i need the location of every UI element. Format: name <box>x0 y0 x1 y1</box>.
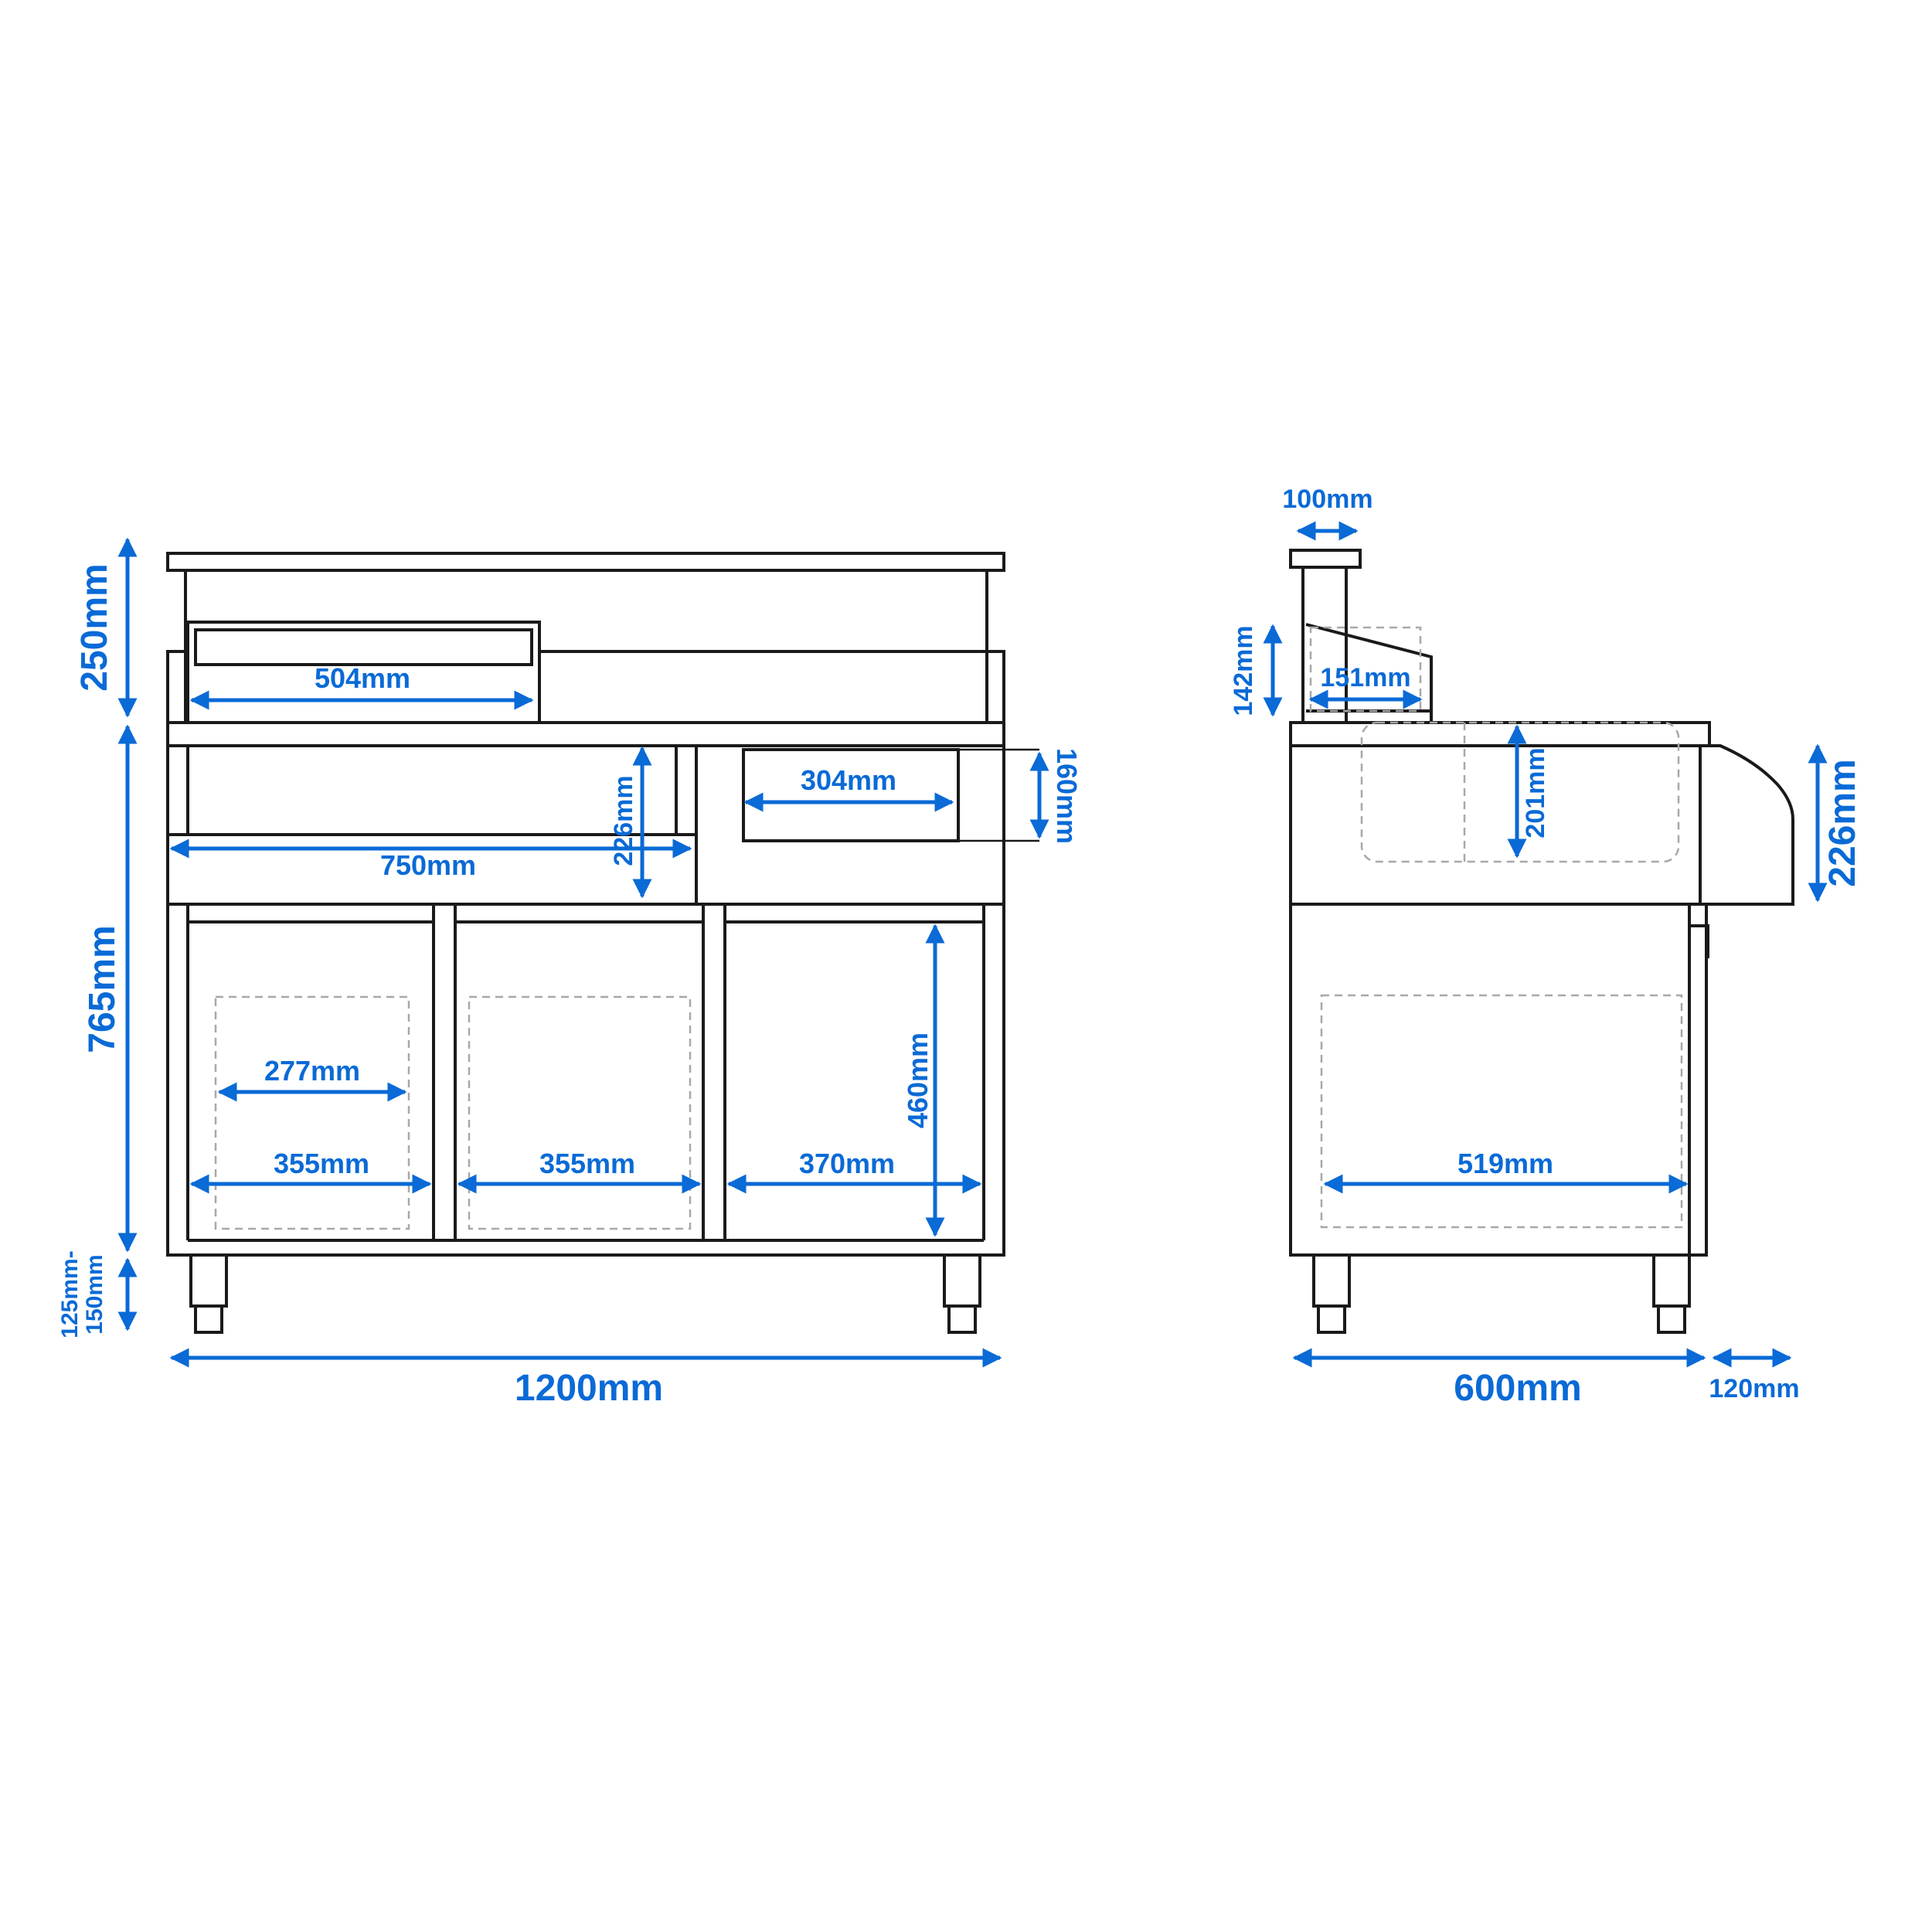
side-upper-section <box>1289 744 1702 906</box>
dim-drip-height: 226mm <box>1822 759 1863 886</box>
side-counter <box>1289 721 1711 747</box>
front-divider-1 <box>432 903 457 1242</box>
front-drawer <box>742 748 960 842</box>
dim-tray-width: 151mm <box>1320 663 1410 692</box>
front-top-shelf <box>166 552 1005 572</box>
dim-basin-depth: 201mm <box>1521 747 1550 838</box>
side-foot-front <box>1317 1304 1346 1334</box>
dim-bay-3: 370mm <box>799 1148 895 1179</box>
front-foot-left <box>194 1304 223 1334</box>
dim-drawer-width: 304mm <box>801 764 896 796</box>
dim-top-compartment: 504mm <box>315 662 410 694</box>
side-cabinet <box>1289 903 1702 1257</box>
dim-shelf-inner: 277mm <box>264 1055 360 1087</box>
dim-overhang: 120mm <box>1709 1374 1799 1403</box>
side-top-shelf <box>1289 549 1362 569</box>
dim-total-depth: 600mm <box>1454 1368 1581 1409</box>
dim-leg-height-line2: 150mm <box>82 1254 107 1334</box>
dim-sink-depth: 226mm <box>609 775 638 866</box>
dim-body-height: 765mm <box>82 925 123 1053</box>
side-hidden-shelf <box>1320 994 1683 1229</box>
dim-leg-height-line1: 125mm- <box>57 1250 83 1338</box>
front-divider-2 <box>702 903 726 1242</box>
dim-shelf-depth: 100mm <box>1282 485 1372 514</box>
dim-inner-depth: 519mm <box>1458 1148 1553 1179</box>
front-leg-left <box>189 1253 228 1308</box>
front-foot-right <box>947 1304 977 1334</box>
side-foot-back <box>1657 1304 1686 1334</box>
side-door-handle <box>1689 924 1709 958</box>
side-view <box>1289 549 1794 1334</box>
front-view <box>166 552 1005 1334</box>
dim-total-width: 1200mm <box>515 1368 663 1409</box>
front-hidden-shelf-1 <box>214 995 410 1230</box>
side-dimensions: 100mm 142mm 151mm 201mm 226mm 519mm 600m… <box>1229 485 1863 1409</box>
dim-bay-height: 460mm <box>902 1032 934 1128</box>
dim-sink-width: 750mm <box>380 849 476 881</box>
side-leg-front <box>1312 1253 1351 1308</box>
front-cabinet <box>166 903 1005 1257</box>
dim-drawer-height: 160mm <box>1051 748 1083 844</box>
side-drip-guard <box>1700 744 1794 906</box>
side-door <box>1688 903 1708 1257</box>
dim-bay-2: 355mm <box>539 1148 635 1179</box>
dim-upper-height: 250mm <box>74 563 115 691</box>
front-leg-right <box>943 1253 981 1308</box>
side-hidden-basin <box>1360 721 1680 863</box>
front-counter <box>166 721 1005 747</box>
front-hidden-shelf-2 <box>468 995 692 1230</box>
front-dimensions: 250mm 765mm 125mm- 150mm 1200mm 504mm 75… <box>57 537 1083 1409</box>
side-leg-back <box>1652 1253 1691 1308</box>
dim-bay-1: 355mm <box>274 1148 369 1179</box>
front-top-compartment-lip <box>194 628 533 666</box>
dim-upper-height-side: 142mm <box>1229 625 1258 716</box>
side-hidden-tray <box>1309 626 1422 713</box>
